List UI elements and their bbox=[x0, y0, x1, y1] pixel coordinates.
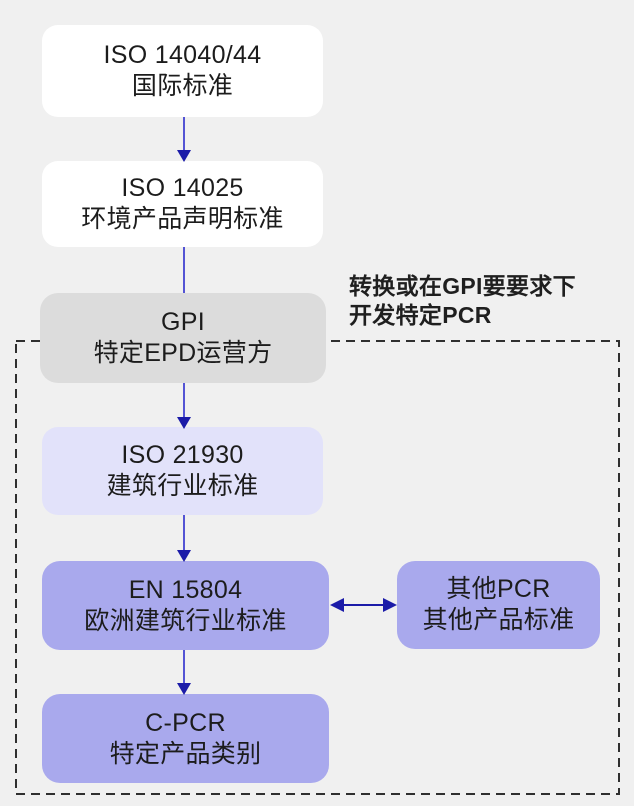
node-other-pcr-title: 其他PCR bbox=[446, 575, 551, 603]
node-iso14025-subtitle: 环境产品声明标准 bbox=[81, 205, 284, 233]
arrow-en15804-to-c-pcr bbox=[177, 650, 191, 695]
node-en15804-title: EN 15804 bbox=[128, 575, 243, 604]
scope-annotation-line2: 开发特定PCR bbox=[349, 302, 492, 328]
node-gpi-title: GPI bbox=[161, 308, 205, 336]
node-en15804: EN 15804 欧洲建筑行业标准 bbox=[42, 561, 329, 650]
node-c-pcr-title: C-PCR bbox=[145, 708, 226, 737]
node-other-pcr-subtitle: 其他产品标准 bbox=[422, 606, 575, 634]
arrow-iso21930-to-en15804 bbox=[177, 515, 191, 562]
node-gpi-subtitle: 特定EPD运营方 bbox=[93, 339, 273, 367]
node-iso14040: ISO 14040/44 国际标准 bbox=[42, 25, 323, 117]
arrow-iso14040-to-iso14025 bbox=[177, 117, 191, 162]
node-en15804-subtitle: 欧洲建筑行业标准 bbox=[84, 606, 287, 635]
node-iso21930-subtitle: 建筑行业标准 bbox=[106, 472, 259, 500]
scope-annotation: 转换或在GPI要要求下 开发特定PCR bbox=[349, 272, 576, 330]
node-iso14025-title: ISO 14025 bbox=[121, 174, 244, 202]
node-iso21930-title: ISO 21930 bbox=[121, 441, 244, 469]
node-iso14040-subtitle: 国际标准 bbox=[131, 72, 234, 100]
node-gpi: GPI 特定EPD运营方 bbox=[40, 293, 326, 383]
arrow-head-left-icon bbox=[330, 598, 344, 612]
node-other-pcr: 其他PCR 其他产品标准 bbox=[397, 561, 600, 649]
arrow-en15804-other-pcr-bidirectional bbox=[330, 598, 397, 612]
node-c-pcr-subtitle: 特定产品类别 bbox=[109, 739, 262, 768]
node-c-pcr: C-PCR 特定产品类别 bbox=[42, 694, 329, 783]
arrow-gpi-to-iso21930 bbox=[177, 383, 191, 429]
node-iso14040-title: ISO 14040/44 bbox=[103, 41, 262, 69]
scope-annotation-line1: 转换或在GPI要要求下 bbox=[349, 273, 576, 299]
node-iso14025: ISO 14025 环境产品声明标准 bbox=[42, 161, 323, 247]
node-iso21930: ISO 21930 建筑行业标准 bbox=[42, 427, 323, 515]
arrow-head-right-icon bbox=[383, 598, 397, 612]
